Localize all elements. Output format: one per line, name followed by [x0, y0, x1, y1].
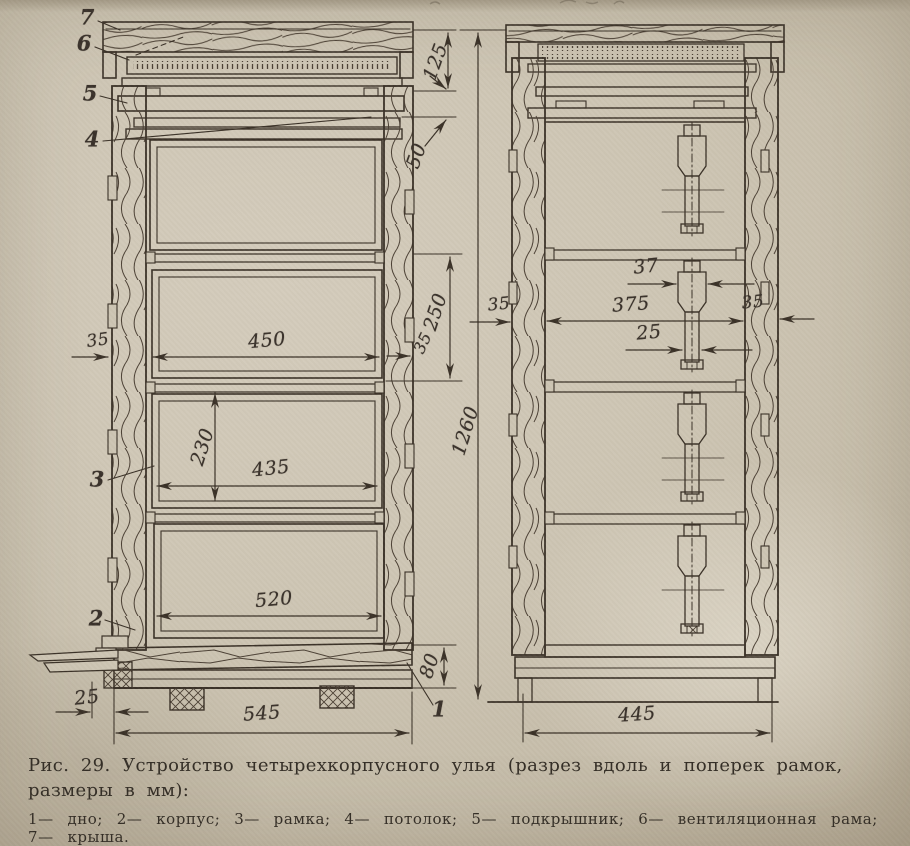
dim-25-right-view-label: 25	[635, 320, 663, 345]
part-label-7: 7	[79, 4, 95, 30]
part-label-6: 6	[76, 30, 92, 56]
page-crop-artifact	[429, 0, 625, 5]
figure-caption: Рис. 29. Устройство четырехкорпусного ул…	[28, 754, 886, 846]
left-view-dimension-lines	[55, 20, 463, 745]
dim-545-label: 545	[242, 701, 282, 726]
part-label-1: 1	[431, 696, 447, 722]
dim-450-label: 450	[247, 327, 287, 354]
dim-435-label: 435	[251, 455, 291, 482]
part-label-5: 5	[82, 80, 98, 106]
caption-line-2: размеры в мм):	[28, 780, 190, 802]
dim-35-left-label: 35	[85, 329, 111, 352]
dim-25-label: 25	[73, 685, 101, 710]
part-label-3: 3	[89, 466, 105, 492]
part-label-4: 4	[84, 126, 100, 152]
legend-line-1: 1— дно; 2— корпус; 3— рамка; 4— потолок;…	[28, 809, 878, 828]
part-label-2: 2	[88, 605, 104, 631]
dim-520-label: 520	[254, 586, 294, 613]
dim-35-right-right-view-label: 35	[740, 291, 766, 314]
dim-375-label: 375	[611, 292, 651, 317]
dim-37-label: 37	[632, 254, 660, 279]
legend-line-2: 7— крыша.	[28, 828, 130, 846]
right-view-dimension-lines	[459, 29, 815, 743]
dim-35-left-right-view-label: 35	[486, 293, 512, 316]
left-view-drawing	[28, 21, 415, 711]
caption-line-1: Рис. 29. Устройство четырехкорпусного ул…	[28, 755, 843, 776]
right-view-drawing	[487, 24, 785, 703]
dim-445-label: 445	[617, 702, 657, 727]
